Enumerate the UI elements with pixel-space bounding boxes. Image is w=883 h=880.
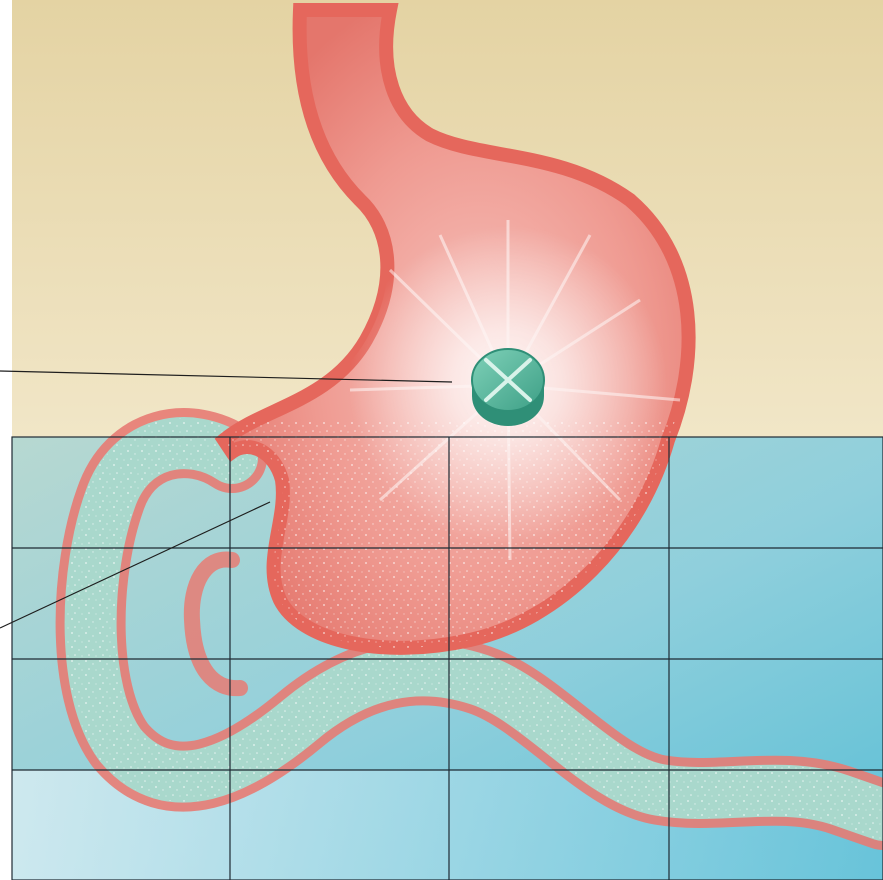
tablet-icon [472, 349, 544, 426]
